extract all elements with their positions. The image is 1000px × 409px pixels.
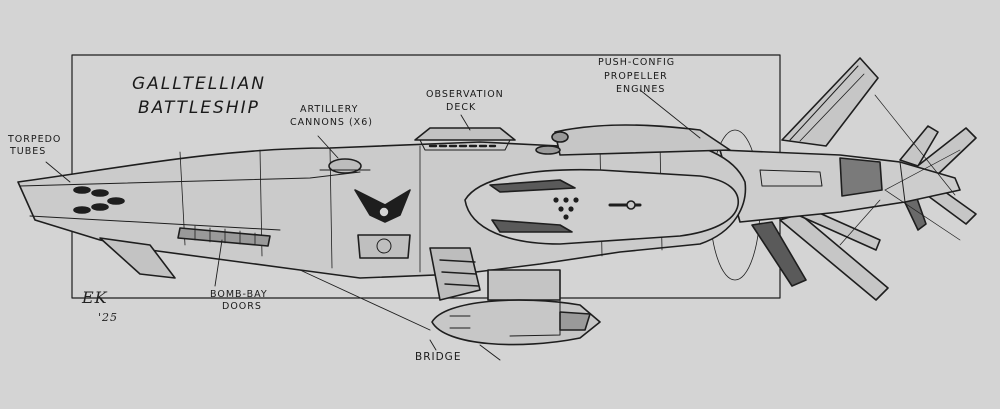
label-bomb-bay-line-2: DOORS bbox=[222, 301, 262, 312]
title-line-1: GALLTELLIAN bbox=[132, 74, 267, 94]
artist-signature-year: '25 bbox=[98, 311, 119, 324]
title-line-2: BATTLESHIP bbox=[138, 98, 260, 118]
upper-dorsal-superstructure bbox=[535, 124, 731, 156]
engine-nacelle bbox=[464, 168, 739, 245]
label-observation-line-1: OBSERVATION bbox=[426, 89, 504, 100]
engine-vents bbox=[553, 197, 579, 220]
artillery-turret bbox=[319, 158, 371, 174]
insignia-emblem bbox=[354, 189, 411, 259]
label-torpedo-line-2: TUBES bbox=[10, 146, 47, 157]
label-bomb-bay-line-1: BOMB-BAY bbox=[210, 289, 268, 300]
label-artillery-line-2: CANNONS (x6) bbox=[290, 117, 373, 128]
label-torpedo-line-1: TORPEDO bbox=[8, 134, 62, 145]
callout-lines bbox=[45, 89, 701, 351]
label-propeller: PROPELLER bbox=[604, 71, 668, 82]
forward-keel bbox=[99, 237, 176, 279]
label-artillery-line-1: ARTILLERY bbox=[300, 104, 359, 115]
tail-boom bbox=[719, 149, 961, 223]
artist-signature-initials: EK bbox=[82, 288, 108, 307]
torpedo-tubes bbox=[73, 186, 125, 214]
bridge-pod bbox=[431, 299, 601, 361]
bomb-bay-doors bbox=[177, 225, 271, 247]
lower-machinery bbox=[429, 247, 561, 301]
upper-tail-fin bbox=[781, 57, 879, 147]
label-observation-line-2: DECK bbox=[446, 102, 477, 113]
label-bridge: BRIDGE bbox=[415, 351, 462, 363]
label-push-config: PUSH-CONFIG bbox=[598, 57, 676, 68]
observation-deck bbox=[414, 127, 516, 151]
guide-lines bbox=[839, 94, 961, 246]
label-engines: ENGINES bbox=[616, 84, 666, 95]
propeller-blades bbox=[751, 207, 889, 301]
